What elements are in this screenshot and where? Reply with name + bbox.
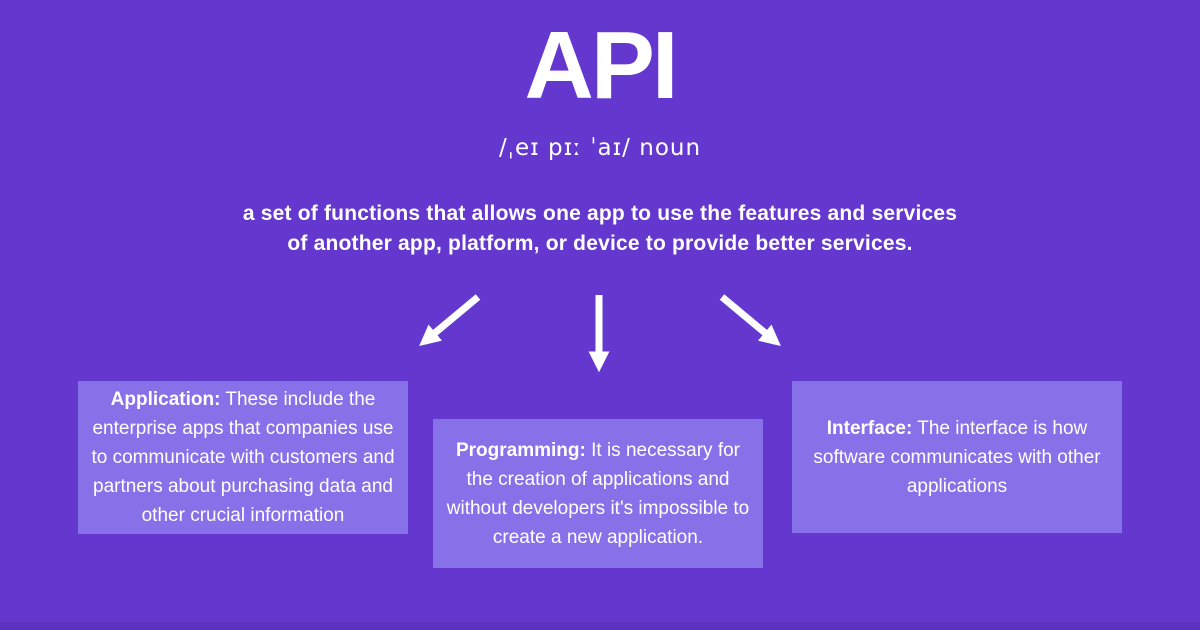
card-term: Programming:	[455, 439, 586, 461]
pronunciation-text: /ˌeɪ pɪː ˈaɪ/ noun	[498, 135, 702, 161]
card-text: Programming: It is necessary for the cre…	[443, 436, 753, 552]
arrow-down-left-icon	[419, 294, 481, 347]
card-application: Application: These include the enterpris…	[78, 381, 408, 534]
card-description: These include the enterprise apps that c…	[91, 389, 395, 526]
card-interface: Interface: The interface is how software…	[792, 381, 1122, 533]
page-title: API	[524, 12, 678, 119]
card-text: Application: These include the enterpris…	[88, 385, 398, 530]
card-description: It is necessary for the creation of appl…	[446, 439, 750, 548]
card-term: Interface:	[826, 417, 913, 439]
card-text: Interface: The interface is how software…	[802, 414, 1112, 501]
card-programming: Programming: It is necessary for the cre…	[433, 419, 763, 568]
bottom-strip	[0, 622, 1200, 630]
card-description: The interface is how software communicat…	[813, 417, 1101, 497]
definition-text: a set of functions that allows one app t…	[0, 199, 1200, 259]
definition-line: of another app, platform, or device to p…	[287, 232, 913, 255]
definition-line: a set of functions that allows one app t…	[242, 202, 958, 225]
card-term: Application:	[110, 389, 221, 410]
arrow-down-right-icon	[719, 294, 781, 347]
